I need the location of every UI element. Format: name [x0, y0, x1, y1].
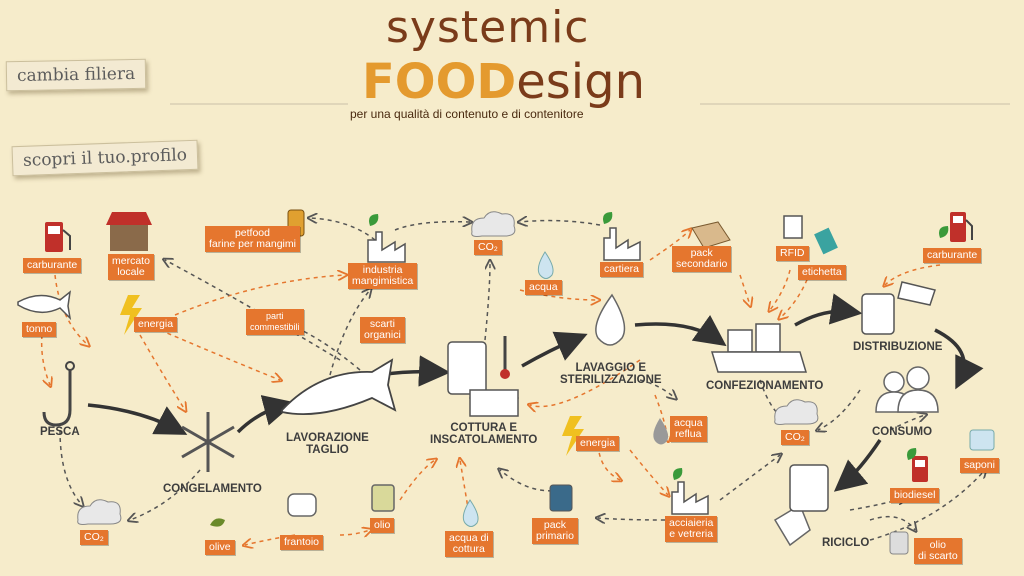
stage-distribuzione[interactable]: DISTRIBUZIONE — [853, 341, 943, 353]
factory-icon-feed — [367, 231, 406, 263]
market-icon — [106, 212, 152, 251]
lightning-icon-mid — [562, 416, 584, 456]
stage-cottura[interactable]: COTTURA E INSCATOLAMENTO — [430, 422, 538, 446]
tag-acqua[interactable]: acqua — [525, 280, 562, 295]
input-arrows — [40, 230, 941, 545]
tag-scarti-organici[interactable]: scarti organici — [360, 317, 405, 343]
title-systemic: systemic — [386, 2, 590, 53]
cloud-icon-left — [77, 499, 122, 525]
cloud-icon-mid — [774, 399, 819, 425]
leaf-icon-fuel — [939, 226, 949, 238]
stage-congelamento[interactable]: CONGELAMENTO — [163, 483, 262, 495]
olive-icon — [210, 518, 225, 527]
leaf-icon-steel — [673, 468, 683, 480]
stage-lavorazione[interactable]: LAVORAZIONE TAGLIO — [286, 432, 369, 456]
waste-water-drop-icon — [653, 418, 669, 445]
tag-carburante-right[interactable]: carburante — [923, 248, 982, 263]
stage-pesca[interactable]: PESCA — [40, 426, 80, 438]
tag-tonno[interactable]: tonno — [22, 322, 57, 337]
tag-mercato-locale[interactable]: mercato locale — [108, 254, 154, 280]
big-drop-icon — [595, 293, 626, 346]
tag-pack-primario[interactable]: pack primario — [532, 518, 578, 544]
label-tag-icon — [814, 227, 838, 255]
tag-olio[interactable]: olio — [370, 518, 395, 533]
leaf-icon-feed — [369, 214, 379, 226]
tuna-small-icon — [17, 290, 72, 321]
tag-saponi[interactable]: saponi — [960, 458, 999, 473]
olive-press-icon — [287, 493, 317, 517]
tag-industria-mangimistica[interactable]: industria mangimistica — [348, 263, 418, 289]
tag-energia-left[interactable]: energia — [134, 317, 178, 332]
box-icon — [691, 221, 731, 249]
subtitle: per una qualità di contenuto e di conten… — [350, 107, 584, 121]
factory-icon-steel — [671, 481, 709, 515]
tag-acqua-cottura[interactable]: acqua di cottura — [445, 531, 493, 557]
leaf-icon-paper — [603, 212, 613, 224]
people-icon — [875, 366, 939, 413]
tag-co2-top[interactable]: CO₂ — [474, 240, 502, 255]
signpost-icon — [897, 281, 936, 306]
leaf-icon-biodiesel — [907, 448, 917, 460]
stage-riciclo[interactable]: RICICLO — [822, 537, 870, 549]
tag-olio-scarto[interactable]: olio di scarto — [914, 538, 962, 564]
title-food-design: FOODesign — [362, 54, 645, 110]
tag-carburante-left[interactable]: carburante — [23, 258, 82, 273]
fuel-pump-icon-right — [950, 212, 973, 242]
rfid-icon — [783, 215, 803, 239]
distribution-can-icon — [861, 293, 895, 335]
water-drop-icon — [537, 251, 554, 279]
cloud-icon-top — [471, 211, 516, 237]
recycle-can-icon — [789, 464, 829, 512]
oil-bottle-icon — [371, 484, 395, 512]
soap-icon — [969, 429, 995, 451]
tag-co2-left[interactable]: CO₂ — [80, 530, 108, 545]
tag-acqua-reflua[interactable]: acqua reflua — [670, 416, 707, 442]
tuna-big-icon — [281, 358, 397, 415]
tag-co2-mid[interactable]: CO₂ — [781, 430, 809, 445]
waste-oil-can-icon — [889, 531, 909, 555]
tag-biodiesel[interactable]: biodiesel — [890, 488, 940, 503]
main-flow-arrows — [87, 293, 984, 492]
tag-acciaieria[interactable]: acciaieria e vetreria — [665, 516, 718, 542]
fuel-pump-icon-left — [45, 222, 71, 252]
cooking-water-drop-icon — [462, 499, 479, 527]
tag-petfood[interactable]: petfood farine per mangimi — [205, 226, 300, 252]
stage-consumo[interactable]: CONSUMO — [872, 426, 933, 438]
fuel-pump-icon-bottom — [912, 456, 928, 482]
tag-olive[interactable]: olive — [205, 540, 235, 555]
hook-icon — [42, 370, 72, 427]
factory-icon-paper — [603, 227, 641, 261]
pack-primary-icon — [549, 484, 573, 512]
tag-frantoio[interactable]: frantoio — [280, 535, 324, 550]
lightning-icon-left — [120, 295, 142, 335]
tag-etichetta[interactable]: etichetta — [798, 265, 846, 280]
pallet-icon — [710, 323, 808, 373]
tag-rfid[interactable]: RFID — [776, 246, 809, 261]
tag-cartiera[interactable]: cartiera — [600, 262, 644, 277]
tag-energia-mid[interactable]: energia — [576, 436, 620, 451]
stage-confezionamento[interactable]: CONFEZIONAMENTO — [706, 380, 824, 392]
stage-lavaggio[interactable]: LAVAGGIO E STERILIZZAZIONE — [560, 362, 662, 386]
tag-pack-secondario[interactable]: pack secondario — [672, 246, 732, 272]
title-esign: esign — [516, 54, 646, 110]
change-chain-button[interactable]: cambia filiera — [5, 58, 147, 92]
can-big-icon — [447, 341, 519, 417]
title-food: FOOD — [362, 54, 517, 110]
snowflake-icon — [181, 412, 235, 472]
tag-parti-commestibili[interactable]: parti commestibili — [246, 309, 304, 335]
